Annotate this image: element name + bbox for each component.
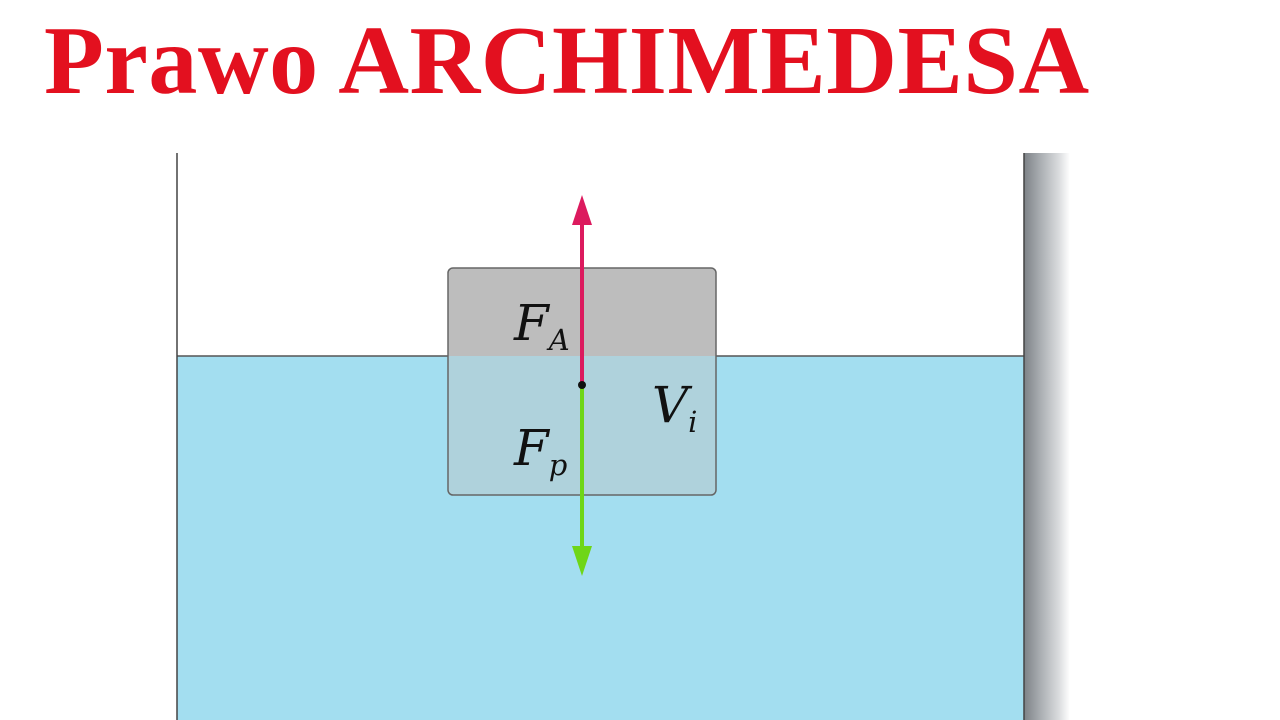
page-title: Prawo ARCHIMEDESA	[44, 7, 1090, 115]
container-right-wall-shadow	[1024, 153, 1070, 720]
gravity-force-arrow	[572, 385, 592, 576]
gravity-force-label: Fp	[513, 419, 567, 482]
immersed-volume-label: Vi	[652, 376, 697, 439]
buoyant-force-arrow	[572, 195, 592, 385]
force-application-point	[578, 381, 586, 389]
buoyant-force-label: FA	[513, 294, 570, 357]
